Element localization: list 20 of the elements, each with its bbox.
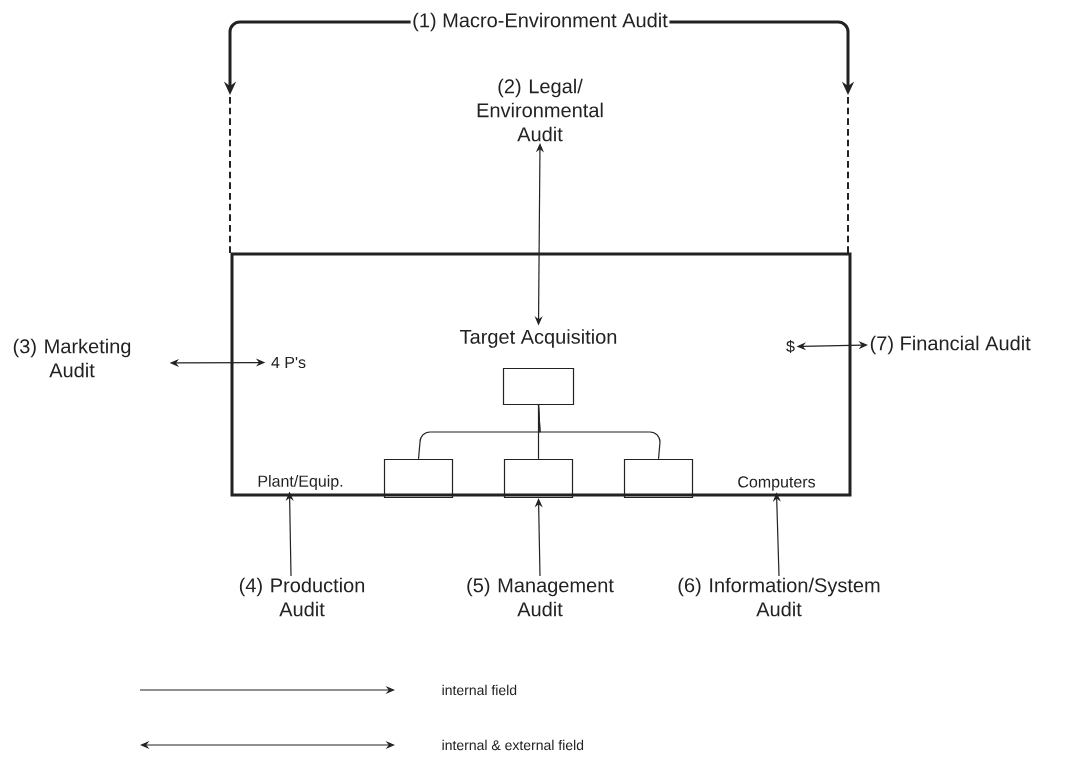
- label-text: (1) Macro-Environment Audit: [413, 12, 668, 32]
- label-text: (5) Management Audit: [467, 577, 614, 617]
- org-box: [383, 458, 454, 499]
- label-text: Target Acquisition: [460, 329, 617, 348]
- label-text: (6) Information/System Audit: [678, 577, 880, 617]
- label-text: Computers: [738, 476, 816, 491]
- label-text: (3) Marketing Audit: [13, 338, 131, 378]
- label-text: 4 P's: [271, 356, 306, 369]
- org-box: [623, 458, 694, 499]
- legend-text: internal & external field: [442, 739, 584, 751]
- org-box: [503, 458, 574, 499]
- connector-line: [537, 404, 661, 460]
- label-text: (2) Legal/ Environmental Audit: [477, 78, 603, 142]
- target-box: [230, 252, 852, 497]
- label-text: $: [786, 340, 795, 353]
- org-box: [502, 367, 575, 406]
- legend-text: internal field: [442, 684, 517, 696]
- label-text: Plant/Equip.: [258, 475, 343, 490]
- label-text: (4) Production Audit: [239, 577, 365, 617]
- label-text: (7) Financial Audit: [870, 335, 1031, 355]
